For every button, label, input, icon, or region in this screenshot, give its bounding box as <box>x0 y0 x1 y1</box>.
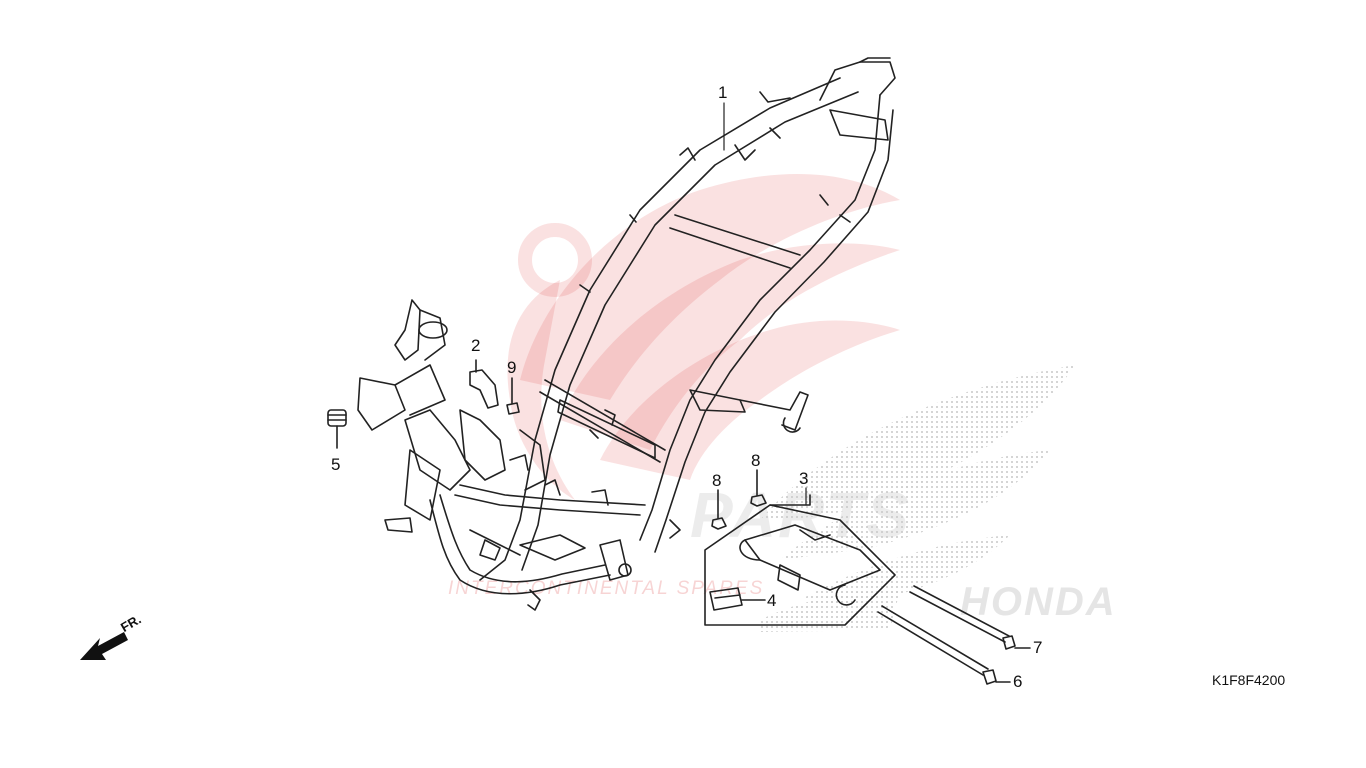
part-9-bolt <box>506 377 520 415</box>
callout-4: 4 <box>767 591 777 610</box>
part-2-bracket <box>469 359 499 409</box>
front-direction-arrow-icon <box>80 632 128 660</box>
dotted-wing-watermark-icon <box>760 365 1075 632</box>
callout-8-right: 8 <box>751 451 761 470</box>
callout-3: 3 <box>799 469 809 488</box>
callout-6: 6 <box>1013 672 1023 691</box>
callout-2: 2 <box>471 336 481 355</box>
wing-watermark-icon <box>507 173 900 500</box>
callout-1: 1 <box>718 83 728 102</box>
callout-9: 9 <box>507 358 517 377</box>
front-section <box>357 299 646 611</box>
part-4-rubber <box>709 587 766 611</box>
part-6-7-bolts <box>877 585 1031 685</box>
callout-5: 5 <box>331 455 341 474</box>
frame-body <box>479 57 896 581</box>
watermark-sub-text: INTERCONTINENTAL SPARES <box>448 578 765 599</box>
callout-8-left: 8 <box>712 471 722 490</box>
part-8-nuts <box>711 469 767 530</box>
watermark-brand-text: HONDA <box>960 580 1117 624</box>
part-5-spring <box>327 409 347 449</box>
part-3-bracket-assy <box>704 494 896 626</box>
callout-7: 7 <box>1033 638 1043 657</box>
watermark-main-text: PARTS <box>690 479 911 551</box>
leader-lines <box>723 102 807 506</box>
diagram-reference-code: K1F8F4200 <box>1212 672 1286 688</box>
